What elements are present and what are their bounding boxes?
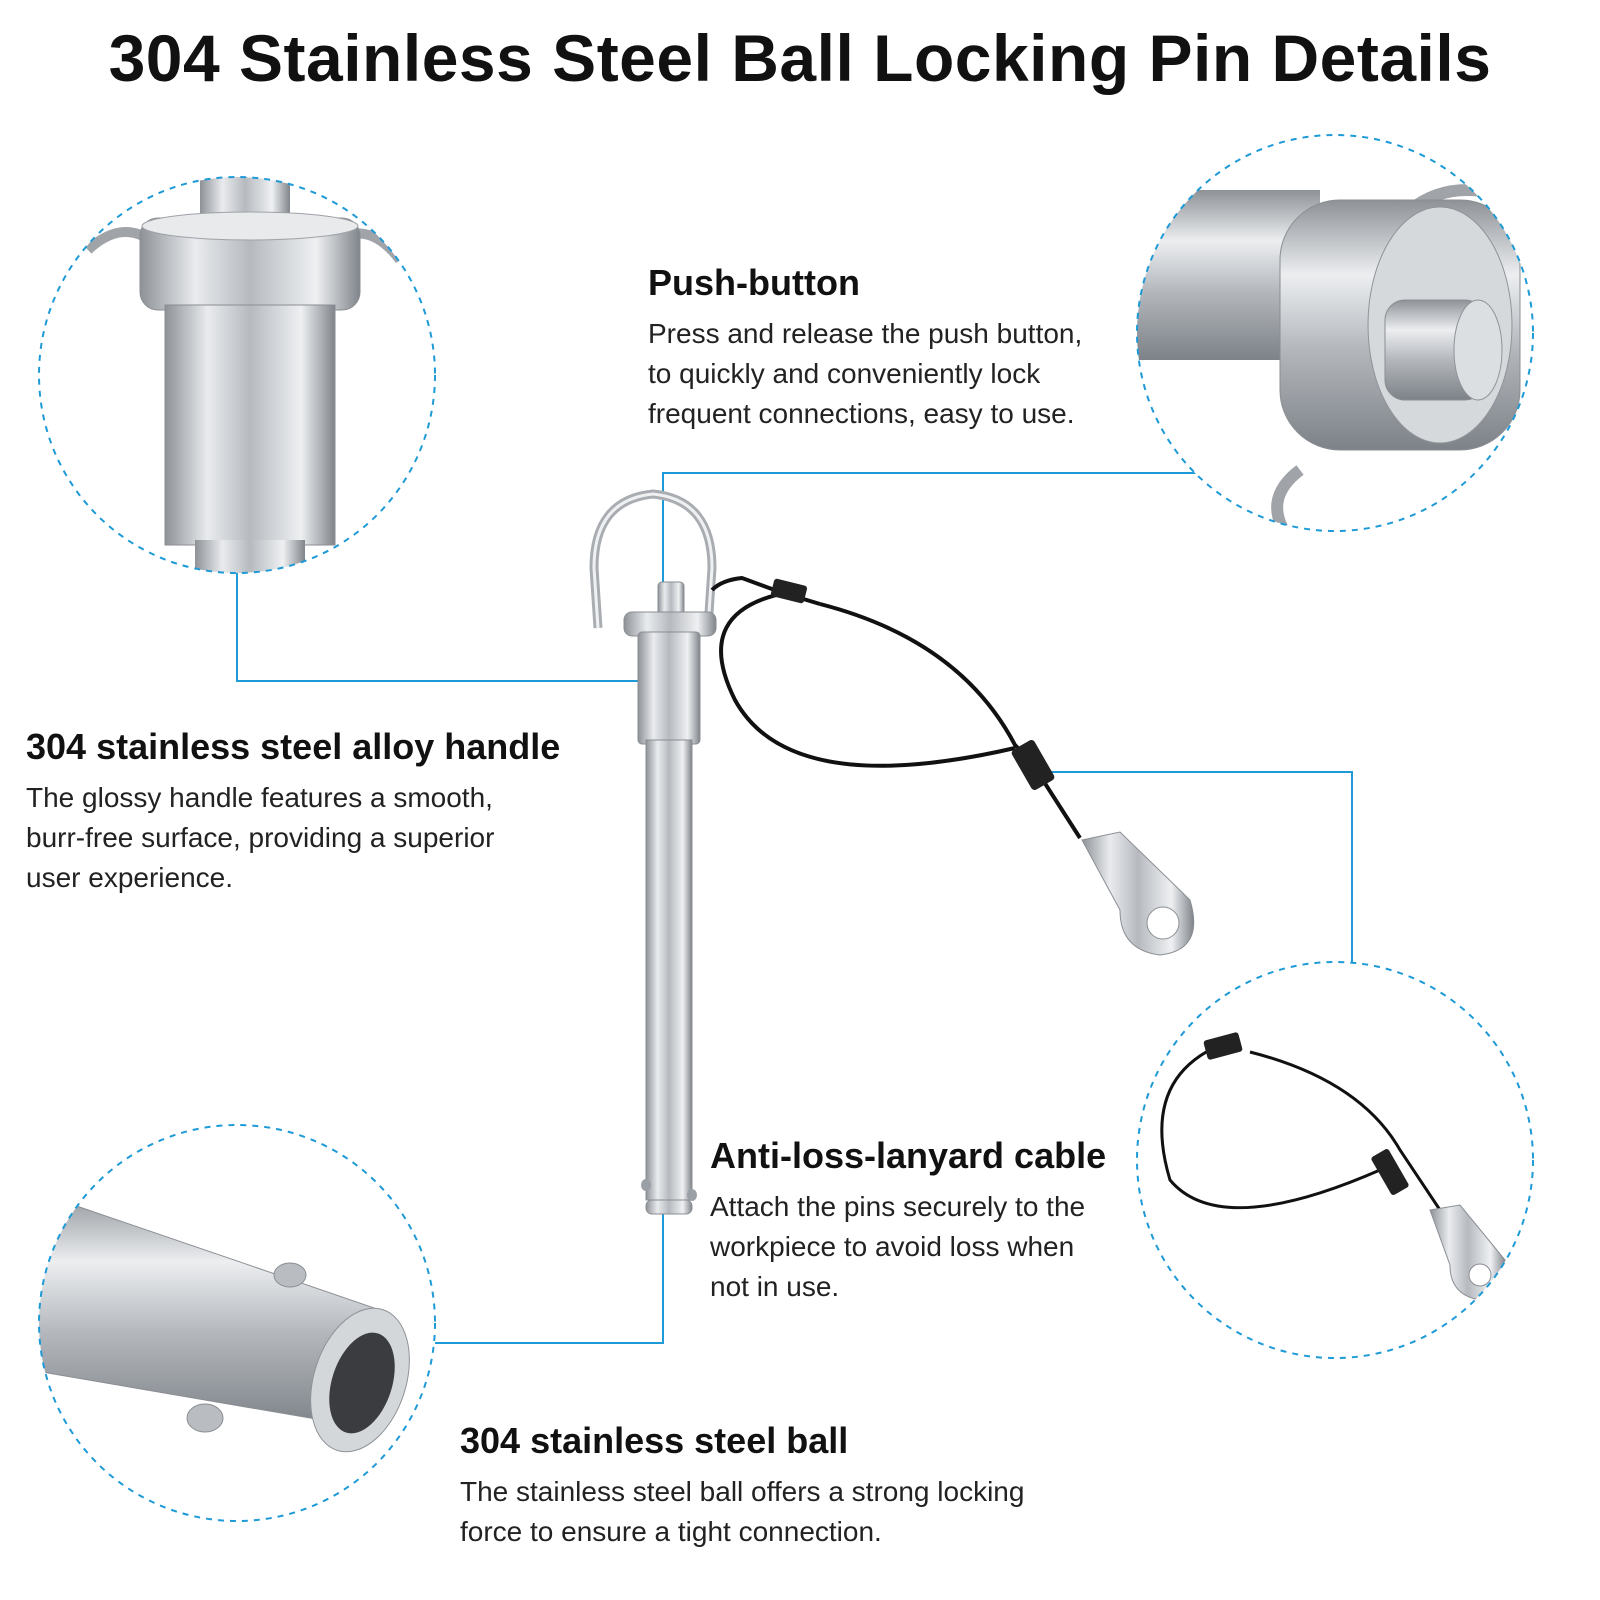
ball-tip-detail-view bbox=[38, 1124, 436, 1522]
callout-push-button: Push-button Press and release the push b… bbox=[648, 262, 1168, 434]
callout-line: The glossy handle features a smooth, bbox=[26, 782, 493, 813]
page-title: 304 Stainless Steel Ball Locking Pin Det… bbox=[108, 21, 1492, 95]
leader-line-push-button bbox=[662, 472, 1205, 594]
pin-lock-ball bbox=[641, 1179, 651, 1191]
callout-handle: 304 stainless steel alloy handle The glo… bbox=[26, 726, 646, 898]
callout-line: frequent connections, easy to use. bbox=[648, 398, 1075, 429]
callout-heading: Push-button bbox=[648, 262, 860, 303]
callout-line: Press and release the push button, bbox=[648, 318, 1083, 349]
callout-line: not in use. bbox=[710, 1271, 840, 1302]
lanyard-cable bbox=[719, 590, 1082, 840]
pin-shaft bbox=[645, 739, 693, 1201]
callout-line: burr-free surface, providing a superior bbox=[26, 822, 495, 853]
pin-handle bbox=[637, 631, 701, 745]
cable-eyelet-tab bbox=[1081, 831, 1195, 956]
detail-circle-border bbox=[1136, 961, 1534, 1359]
callout-cable: Anti-loss-lanyard cable Attach the pins … bbox=[710, 1135, 1170, 1307]
callout-ball: 304 stainless steel ball The stainless s… bbox=[460, 1420, 1140, 1552]
callout-line: workpiece to avoid loss when bbox=[710, 1231, 1075, 1262]
leader-line-cable bbox=[1040, 771, 1353, 962]
cable-detail-view bbox=[1136, 961, 1534, 1359]
cable-crimp bbox=[1011, 740, 1055, 790]
callout-line: to quickly and conveniently lock bbox=[648, 358, 1041, 389]
callout-line: force to ensure a tight connection. bbox=[460, 1516, 882, 1547]
detail-circle-border bbox=[1136, 134, 1534, 532]
handle-detail-view bbox=[38, 176, 436, 574]
callout-heading: 304 stainless steel alloy handle bbox=[26, 726, 561, 767]
detail-circle-border bbox=[38, 176, 436, 574]
callout-line: The stainless steel ball offers a strong… bbox=[460, 1476, 1025, 1507]
push-button-detail-view bbox=[1136, 134, 1534, 532]
callout-heading: 304 stainless steel ball bbox=[460, 1420, 849, 1461]
leader-lines bbox=[236, 472, 1353, 1344]
callout-line: user experience. bbox=[26, 862, 234, 893]
leader-line-handle bbox=[236, 573, 655, 682]
ball-lock-pin-illustration bbox=[589, 489, 1195, 1215]
detail-circle-border bbox=[38, 1124, 436, 1522]
callout-line: Attach the pins securely to the bbox=[710, 1191, 1086, 1222]
lanyard-loop bbox=[710, 575, 821, 606]
leader-line-ball bbox=[435, 1212, 664, 1344]
callout-heading: Anti-loss-lanyard cable bbox=[710, 1135, 1107, 1176]
